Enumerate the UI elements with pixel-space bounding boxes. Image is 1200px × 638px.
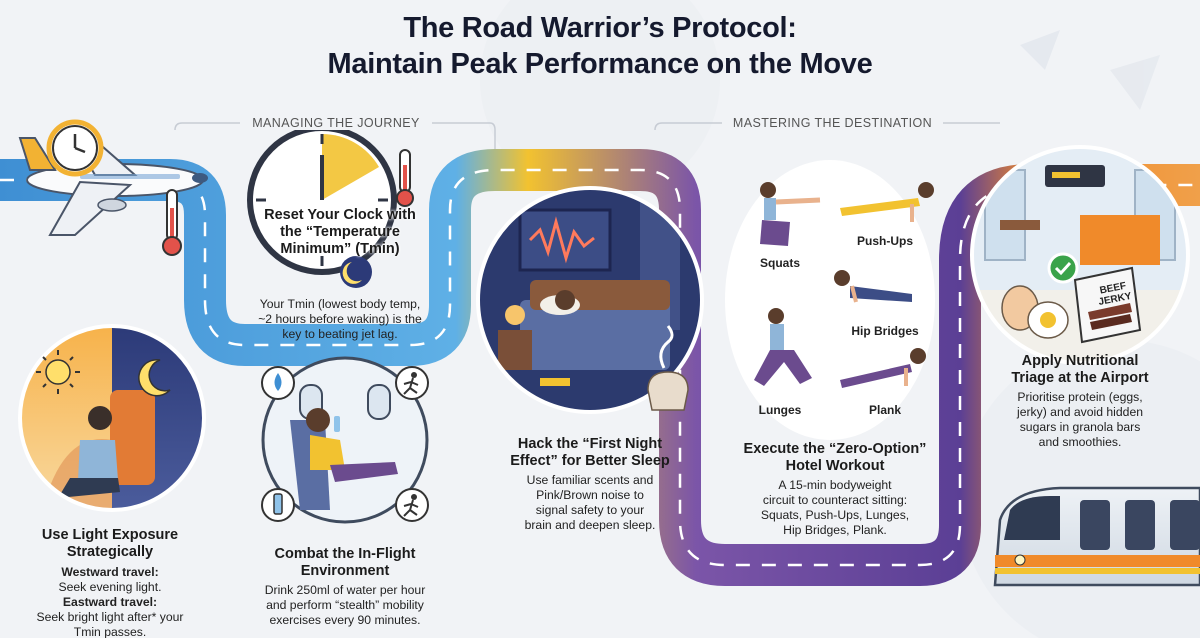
flight-heading: Combat the In-Flight Environment — [274, 546, 416, 579]
title-line-2: Maintain Peak Performance on the Move — [327, 48, 873, 80]
page-title: The Road Warrior’s Protocol: Maintain Pe… — [0, 10, 1200, 82]
moon-icon — [138, 358, 171, 397]
bottle-icon — [261, 488, 295, 522]
workout-illustration — [725, 160, 935, 440]
light-body: Westward travel: Seek evening light. Eas… — [5, 565, 215, 638]
walking-icon-2 — [395, 488, 429, 522]
thermometer-icon-2 — [396, 149, 414, 207]
sleep-illustration — [476, 186, 704, 414]
east-text-1: Seek bright light after* your — [36, 610, 184, 624]
plank-figure — [840, 348, 926, 388]
check-icon — [1047, 252, 1079, 284]
squats-figure — [760, 182, 821, 246]
light-heading: Use Light Exposure Strategically — [41, 527, 179, 560]
clock-heading: Reset Your Clock with the “Temperature M… — [264, 207, 416, 257]
workout-heading: Execute the “Zero-Option” Hotel Workout — [743, 441, 927, 474]
exercise-label-pushups: Push-Ups — [856, 234, 913, 248]
bridges-figure — [834, 270, 912, 303]
nutrition-body: Prioritise protein (eggs, jerky) and avo… — [1016, 390, 1144, 449]
winding-road — [0, 149, 1200, 586]
in-flight-illustration — [261, 356, 429, 524]
sun-icon — [36, 350, 80, 394]
light-exposure-illustration — [18, 324, 206, 512]
sleep-heading: Hack the “First Night Effect” for Better… — [510, 436, 670, 469]
diffuser-icon — [647, 325, 689, 411]
train-icon — [993, 486, 1200, 587]
exercise-label-plank: Plank — [868, 403, 901, 417]
west-text: Seek evening light. — [58, 580, 162, 594]
exercise-label-bridges: Hip Bridges — [851, 324, 919, 338]
exercise-label-squats: Squats — [759, 256, 800, 270]
section-label-journey: MANAGING THE JOURNEY — [240, 116, 432, 130]
nutrition-heading: Apply Nutritional Triage at the Airport — [1011, 353, 1149, 386]
walking-icon — [395, 366, 429, 400]
clock-body: Your Tmin (lowest body temp, ~2 hours be… — [258, 297, 422, 341]
west-label: Westward travel: — [61, 565, 159, 579]
nutrition-illustration — [970, 145, 1190, 365]
pushups-figure — [840, 182, 934, 222]
lunges-figure — [754, 308, 812, 386]
exercise-label-lunges: Lunges — [758, 403, 802, 417]
sleep-body: Use familiar scents and Pink/Brown noise… — [524, 473, 656, 532]
airplane-icon — [18, 137, 208, 236]
east-label: Eastward travel: — [62, 595, 158, 609]
east-text-2: Tmin passes. — [73, 625, 147, 638]
water-drop-icon — [261, 366, 295, 400]
title-line-1: The Road Warrior’s Protocol: — [403, 12, 797, 44]
workout-body: A 15-min bodyweight circuit to counterac… — [760, 478, 910, 537]
clock-icon — [46, 119, 104, 177]
thermometer-icon — [162, 189, 182, 256]
section-label-destination: MASTERING THE DESTINATION — [722, 116, 943, 130]
flight-body: Drink 250ml of water per hour and perfor… — [264, 583, 426, 627]
